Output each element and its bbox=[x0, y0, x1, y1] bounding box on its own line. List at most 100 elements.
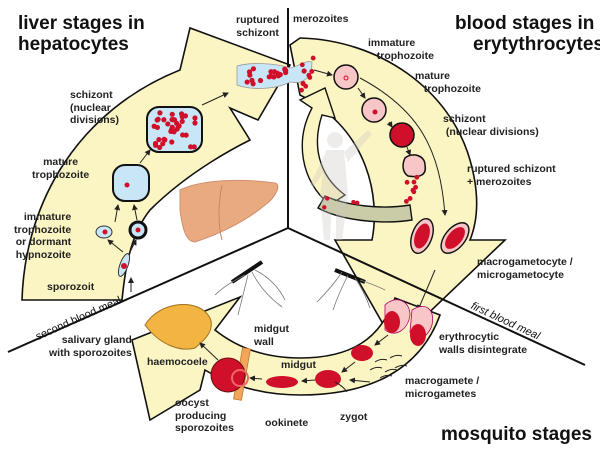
merozoite-dot bbox=[155, 116, 161, 122]
label-blood-schizont: schizont (nuclear divisions) bbox=[443, 113, 539, 138]
merozoite-dot bbox=[413, 184, 419, 190]
merozoite-dot bbox=[303, 83, 309, 89]
merozoite-dot bbox=[322, 205, 327, 210]
liver-immature-trophozoite bbox=[95, 225, 113, 239]
label-blood-immature-trophozoite: immature trophozoite bbox=[368, 37, 434, 62]
merozoite-dot bbox=[274, 70, 281, 76]
merozoite-dot bbox=[160, 141, 166, 147]
blood-immature-trophozoite bbox=[333, 64, 359, 90]
merozoite-dot bbox=[404, 198, 409, 204]
label-liver-ruptured-schizont: ruptured schizont bbox=[236, 14, 280, 39]
label-midgut-wall: midgut wall bbox=[254, 323, 289, 348]
label-haemocoele: haemocoele bbox=[147, 356, 208, 368]
merozoite-dot bbox=[414, 174, 420, 180]
mosquito-icon-left bbox=[214, 260, 286, 316]
merozoite-dots bbox=[299, 55, 420, 210]
label-merozoites: merozoites bbox=[293, 13, 349, 25]
merozoite-dot bbox=[306, 72, 312, 78]
merozoite-dot bbox=[191, 144, 197, 150]
merozoite-dot bbox=[283, 69, 289, 76]
label-salivary-gland: salivary gland with sporozoites bbox=[49, 334, 132, 359]
merozoite-dot bbox=[404, 179, 410, 185]
merozoite-dot bbox=[157, 110, 163, 116]
merozoite-dot bbox=[188, 144, 194, 150]
label-liver-immature-trophozoite: immature trophozoite or dormant hypnozoi… bbox=[14, 211, 72, 261]
blood-schizont bbox=[389, 122, 415, 148]
blood-gametocytes bbox=[410, 218, 470, 254]
divider-first-blood-meal bbox=[287, 227, 586, 366]
liver-hypnozoite bbox=[128, 220, 148, 240]
mosquito-oocyst bbox=[210, 357, 249, 393]
mosquito-gametocytes-in-gut bbox=[384, 299, 433, 346]
mosquito-zygote bbox=[315, 370, 348, 393]
label-zygot: zygot bbox=[340, 411, 368, 423]
merozoite-dot bbox=[192, 120, 198, 126]
merozoite-dot bbox=[157, 144, 163, 151]
mosquito-macrogamete bbox=[351, 345, 373, 361]
label-blood-ruptured-schizont: ruptured schizont + merozoites bbox=[467, 163, 556, 188]
merozoite-dot bbox=[301, 68, 307, 74]
merozoite-dot bbox=[299, 62, 305, 68]
label-gametocyte: macrogametocyte / microgametocyte bbox=[477, 256, 573, 281]
merozoite-dot bbox=[309, 69, 315, 74]
mosquito-progression-arrows bbox=[199, 334, 389, 384]
blood-stage-arrow bbox=[289, 37, 507, 347]
mosquito-stages-title: mosquito stages bbox=[441, 424, 592, 445]
merozoite-dot bbox=[411, 179, 417, 185]
merozoite-dot bbox=[402, 127, 407, 132]
label-liver-mature-trophozoite: mature trophozoite bbox=[32, 156, 90, 181]
label-erythrocytic-walls: erythrocytic walls disintegrate bbox=[439, 331, 528, 356]
liver-sporozoite bbox=[117, 253, 131, 277]
blood-title-line1: blood stages in bbox=[455, 13, 595, 34]
liver-progression-arrows bbox=[107, 92, 229, 292]
merozoite-return-band bbox=[317, 195, 413, 223]
blood-mature-trophozoite bbox=[361, 97, 387, 123]
merozoite-dot bbox=[355, 200, 360, 206]
merozoite-dot bbox=[247, 72, 253, 78]
merozoite-dot bbox=[393, 139, 398, 143]
salivary-gland bbox=[144, 304, 212, 350]
liver-organ-icon bbox=[179, 179, 279, 243]
blood-progression-arrows bbox=[313, 69, 448, 311]
merozoite-dot bbox=[250, 66, 257, 72]
merozoite-dot bbox=[192, 115, 198, 121]
blood-ruptured-schizont bbox=[402, 154, 427, 178]
label-ookinete: ookinete bbox=[265, 417, 309, 429]
merozoite-dot bbox=[401, 132, 405, 137]
liver-title-line1: liver stages in bbox=[18, 13, 145, 34]
merozoite-dot bbox=[151, 123, 157, 129]
merozoite-dot bbox=[170, 117, 176, 123]
liver-schizont bbox=[146, 106, 203, 153]
label-midgut: midgut bbox=[281, 359, 316, 371]
liver-ruptured-schizont bbox=[236, 61, 313, 89]
label-macrogamete: macrogamete / microgametes bbox=[405, 375, 480, 400]
merozoite-dot bbox=[266, 74, 272, 80]
merozoite-dot bbox=[161, 117, 167, 123]
merozoite-dot bbox=[400, 128, 404, 133]
merozoite-dot bbox=[407, 196, 413, 201]
merozoite-dot bbox=[169, 124, 175, 130]
merozoite-dot bbox=[257, 77, 264, 84]
merozoite-dot bbox=[156, 136, 162, 143]
mosquito-microgametes bbox=[369, 354, 408, 379]
label-blood-mature-trophozoite: mature trophozoite bbox=[415, 70, 481, 95]
mosquito-ookinete bbox=[266, 376, 298, 388]
blood-stages-title: blood stages in erytythrocytes bbox=[455, 13, 600, 55]
liver-mature-trophozoite bbox=[112, 164, 150, 202]
merozoite-dot bbox=[394, 129, 398, 133]
merozoite-dot bbox=[182, 113, 189, 119]
merozoite-dot bbox=[179, 118, 185, 124]
merozoite-dot bbox=[169, 139, 175, 145]
merozoite-dot bbox=[310, 55, 316, 61]
merozoite-dot bbox=[180, 132, 186, 138]
label-sporozoit: sporozoit bbox=[47, 281, 95, 293]
label-oocyst: oocyst producing sporozoites bbox=[175, 397, 234, 434]
merozoite-dot bbox=[249, 77, 255, 83]
liver-stages-title: liver stages in hepatocytes bbox=[18, 13, 145, 55]
label-liver-schizont: schizont (nuclear divisions) bbox=[70, 89, 120, 126]
merozoite-dot bbox=[351, 199, 356, 205]
mosquito-icon-right bbox=[316, 268, 386, 311]
divider-second-blood-meal bbox=[7, 227, 289, 353]
